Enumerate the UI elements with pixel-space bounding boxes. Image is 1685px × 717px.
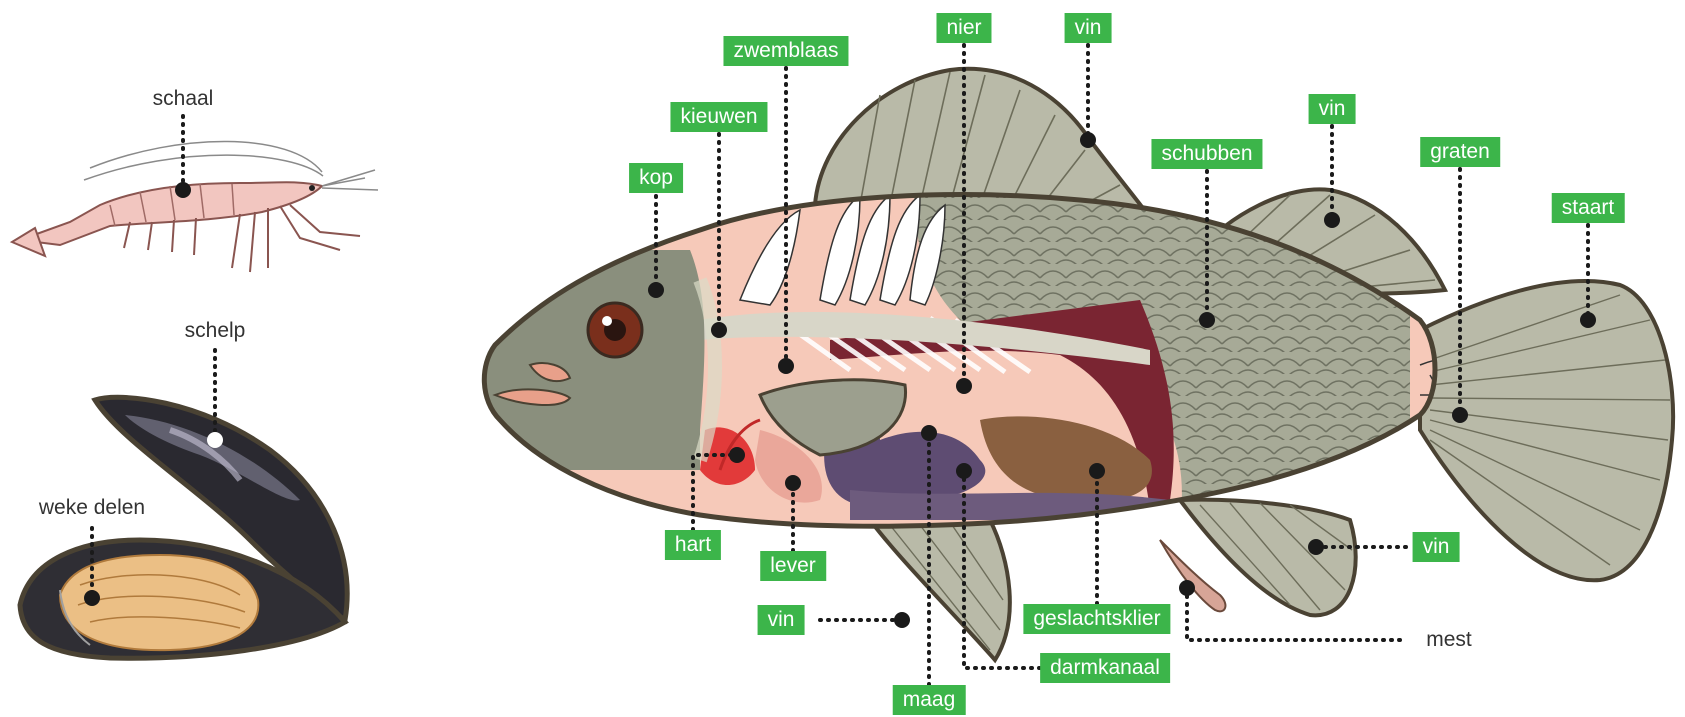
leader-dot-staart bbox=[1580, 312, 1596, 328]
shrimp bbox=[12, 141, 378, 272]
leader-dot-schubben bbox=[1199, 312, 1215, 328]
label-vin-anal: vin bbox=[1413, 532, 1460, 562]
leader-dot-hart bbox=[729, 447, 745, 463]
leader-dot-kop bbox=[648, 282, 664, 298]
label-schubben: schubben bbox=[1151, 139, 1262, 169]
label-lever: lever bbox=[760, 551, 826, 581]
leader-dot-nier bbox=[956, 378, 972, 394]
mussel-label-schelp: schelp bbox=[185, 318, 246, 344]
label-vin-back: vin bbox=[1309, 94, 1356, 124]
leader-dot-vin-top bbox=[1080, 132, 1096, 148]
label-kieuwen: kieuwen bbox=[670, 102, 767, 132]
label-vin-pelvic: vin bbox=[758, 605, 805, 635]
leader-dot-graten bbox=[1452, 407, 1468, 423]
leader-dot-lever bbox=[785, 475, 801, 491]
leader-dot-zwemblaas bbox=[778, 358, 794, 374]
leader-dot-kieuwen bbox=[711, 322, 727, 338]
label-darmkanaal: darmkanaal bbox=[1040, 653, 1170, 683]
label-kop: kop bbox=[629, 163, 683, 193]
leader-dot-maag bbox=[921, 425, 937, 441]
label-mest: mest bbox=[1426, 627, 1472, 653]
mussel-label-weke-delen: weke delen bbox=[39, 495, 145, 521]
leader-dot-schelp bbox=[207, 432, 223, 448]
label-zwemblaas: zwemblaas bbox=[723, 36, 848, 66]
label-vin-top: vin bbox=[1065, 13, 1112, 43]
label-graten: graten bbox=[1420, 137, 1500, 167]
label-hart: hart bbox=[665, 530, 721, 560]
leader-dot-vin-pelvic bbox=[894, 612, 910, 628]
label-staart: staart bbox=[1552, 193, 1625, 223]
leader-dot-mest bbox=[1179, 580, 1195, 596]
leader-dot-vin-back bbox=[1324, 212, 1340, 228]
mussel bbox=[20, 397, 347, 658]
leader-dot-weke-delen bbox=[84, 590, 100, 606]
leader-dot-darmkanaal bbox=[956, 463, 972, 479]
shrimp-label-schaal: schaal bbox=[153, 86, 214, 112]
leader-dot-schaal bbox=[175, 182, 191, 198]
label-maag: maag bbox=[893, 685, 966, 715]
label-nier: nier bbox=[936, 13, 991, 43]
leader-dot-vin-anal bbox=[1308, 539, 1324, 555]
leader-dot-geslachtsklier bbox=[1089, 463, 1105, 479]
label-geslachtsklier: geslachtsklier bbox=[1023, 604, 1170, 634]
